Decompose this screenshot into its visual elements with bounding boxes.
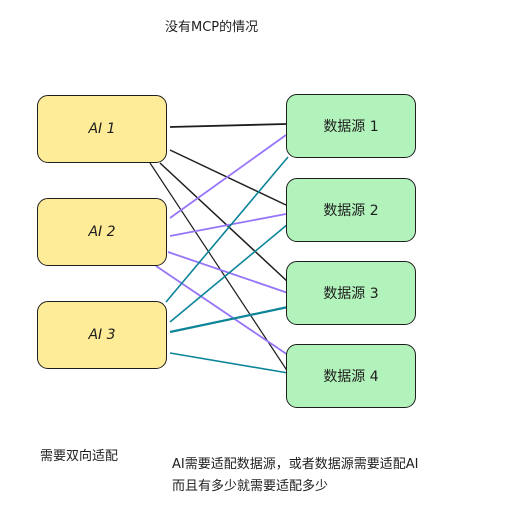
source-node-label: 数据源 3 <box>323 286 379 302</box>
source-node-3: 数据源 3 <box>286 261 416 325</box>
edge-ai3-src4 <box>169 352 289 374</box>
edge-ai1-src1 <box>169 123 287 128</box>
source-node-label: 数据源 2 <box>323 203 379 219</box>
edge-ai2-src4 <box>155 265 289 356</box>
edge-ai2-src3 <box>167 251 289 294</box>
ai-node-label: AI 2 <box>88 224 116 240</box>
ai-node-2: AI 2 <box>37 198 167 266</box>
edge-ai2-src1 <box>169 134 287 219</box>
ai-node-label: AI 1 <box>88 121 116 137</box>
source-node-2: 数据源 2 <box>286 178 416 242</box>
edge-ai3-src3 <box>169 305 289 334</box>
diagram-title: 没有MCP的情况 <box>165 20 259 35</box>
note-bidirectional: 需要双向适配 <box>40 449 119 464</box>
source-node-label: 数据源 1 <box>323 119 379 135</box>
note-adaptation-line-1: AI需要适配数据源，或者数据源需要适配AI <box>172 457 419 472</box>
edge-ai3-src2 <box>169 223 289 323</box>
source-node-label: 数据源 4 <box>323 369 379 385</box>
edge-ai3-src1 <box>165 156 289 303</box>
ai-node-label: AI 3 <box>88 327 116 343</box>
edge-ai1-src4 <box>149 162 289 373</box>
source-node-4: 数据源 4 <box>286 344 416 408</box>
edge-ai2-src2 <box>169 213 287 237</box>
ai-node-3: AI 3 <box>37 301 167 369</box>
ai-node-1: AI 1 <box>37 95 167 163</box>
edge-ai1-src3 <box>159 162 289 283</box>
note-adaptation-line-2: 而且有多少就需要适配多少 <box>172 479 329 494</box>
source-node-1: 数据源 1 <box>286 94 416 158</box>
